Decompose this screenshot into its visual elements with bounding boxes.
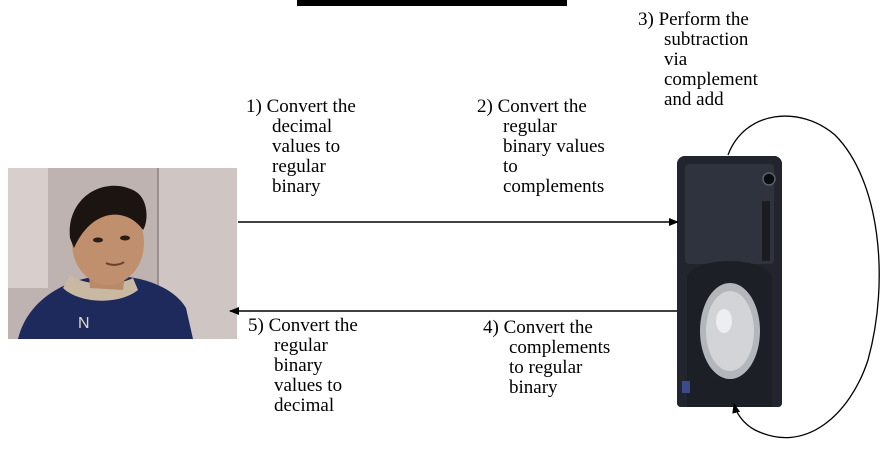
svg-text:N: N	[78, 315, 90, 332]
title-underline	[297, 0, 567, 6]
computer-tower	[677, 156, 782, 407]
step-1-label: 1) Convert the decimal values to regular…	[246, 96, 356, 197]
loop-arrow	[727, 115, 880, 439]
computer-illustration	[677, 156, 782, 407]
person-photo: N	[8, 168, 237, 339]
step-5-label: 5) Convert the regular binary values to …	[248, 315, 358, 416]
person-illustration: N	[8, 168, 237, 339]
step-4-label: 4) Convert the complements to regular bi…	[483, 317, 611, 398]
step-2-label: 2) Convert the regular binary values to …	[477, 96, 605, 197]
step-3-label: 3) Perform the subtraction via complemen…	[638, 9, 758, 110]
